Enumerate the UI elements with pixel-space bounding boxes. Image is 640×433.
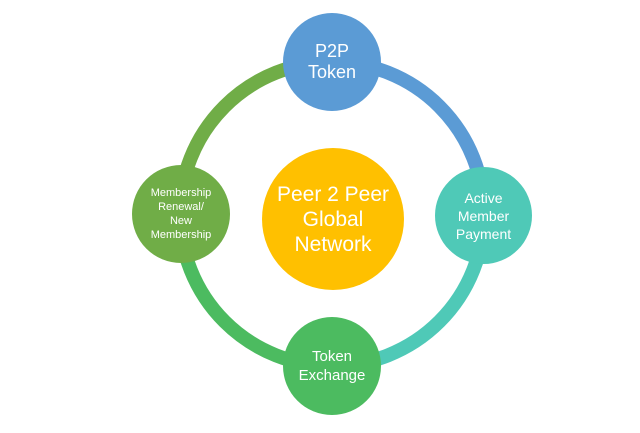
node-line: Exchange: [298, 367, 366, 384]
center-line: Peer 2 Peer: [276, 182, 390, 206]
node-token-exchange: Token Exchange: [283, 317, 381, 415]
node-line: Renewal/: [158, 201, 204, 213]
center-node-peer-2-peer-global-network: Peer 2 Peer Global Network: [262, 148, 404, 290]
node-active-member-payment: Active Member Payment: [435, 167, 532, 264]
node-line: Token: [307, 62, 357, 82]
node-line: P2P: [314, 41, 349, 61]
node-p2p-token: P2P Token: [283, 13, 381, 111]
node-line: Token: [311, 348, 353, 365]
center-line: Global: [302, 207, 364, 231]
center-line: Network: [294, 232, 372, 256]
node-line: Membership: [150, 229, 212, 241]
node-line: New: [169, 215, 192, 227]
node-line: Payment: [455, 225, 512, 242]
node-line: Member: [457, 207, 510, 224]
node-membership-renewal: Membership Renewal/ New Membership: [132, 165, 230, 263]
node-line: Active: [464, 189, 503, 206]
node-line: Membership: [150, 187, 212, 199]
